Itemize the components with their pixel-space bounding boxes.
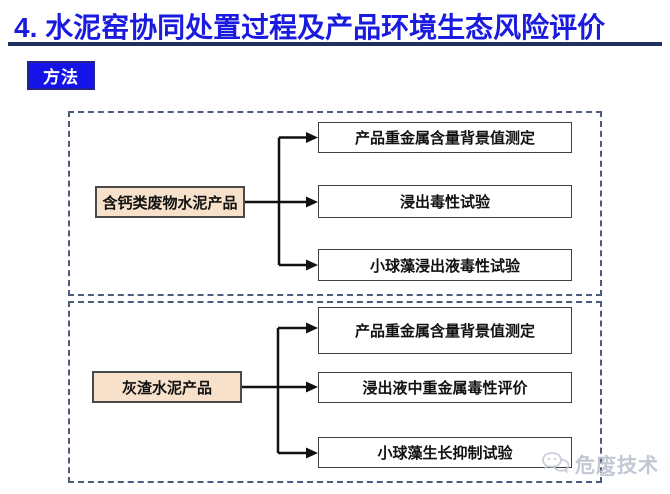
flowchart-section-calcium-waste: 含钙类废物水泥产品 产品重金属含量背景值测定 浸出毒性试验 小球藻浸出液毒性试验 (68, 111, 602, 296)
page-title: 4. 水泥窑协同处置过程及产品环境生态风险评价 (14, 12, 606, 43)
watermark: 危废技术 (541, 447, 659, 479)
source-box-calcium-waste-cement: 含钙类废物水泥产品 (95, 186, 245, 218)
target-box-heavy-metal-background: 产品重金属含量背景值测定 (318, 122, 572, 153)
watermark-text: 危废技术 (575, 454, 659, 477)
method-badge: 方法 (27, 61, 95, 90)
flow-arrows (245, 132, 318, 271)
target-box-heavy-metal-background: 产品重金属含量背景值测定 (318, 307, 572, 354)
target-box-chlorella-leachate-toxicity: 小球藻浸出液毒性试验 (318, 249, 572, 281)
wechat-icon (542, 452, 570, 474)
target-box-leaching-toxicity-test: 浸出毒性试验 (318, 185, 572, 218)
flow-arrows (242, 322, 318, 459)
title-underline (8, 42, 662, 46)
target-box-chlorella-growth-inhibition: 小球藻生长抑制试验 (318, 437, 572, 468)
source-box-ash-residue-cement: 灰渣水泥产品 (92, 371, 242, 403)
flowchart-section-ash-residue: 灰渣水泥产品 产品重金属含量背景值测定 浸出液中重金属毒性评价 小球藻生长抑制试… (68, 301, 602, 483)
target-box-leachate-heavy-metal-evaluation: 浸出液中重金属毒性评价 (318, 372, 572, 403)
watermark-underline-decoration (600, 474, 614, 476)
